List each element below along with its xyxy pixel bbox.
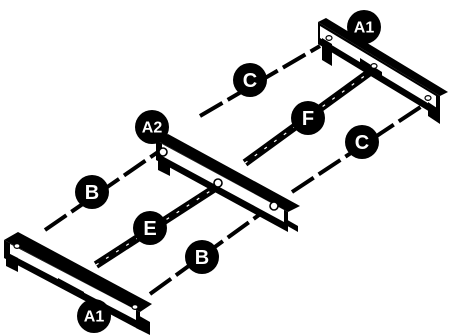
label-e: E [133,211,167,245]
label-b-bottom-text: B [195,247,209,269]
label-a1-top: A1 [347,10,381,44]
label-b-left-text: B [85,182,99,204]
label-b-bottom: B [185,240,219,274]
label-f-text: F [302,108,314,130]
label-f: F [291,101,325,135]
label-e-text: E [143,218,156,240]
label-a1-bottom-text: A1 [84,309,105,326]
label-c-top-text: C [243,70,257,92]
label-a2-text: A2 [142,120,163,137]
label-a1-top-text: A1 [354,20,375,37]
label-a2: A2 [135,110,169,144]
rail-a2 [156,134,300,232]
label-b-left: B [75,175,109,209]
label-c-right-text: C [355,132,369,154]
label-c-top: C [233,63,267,97]
label-a1-bottom: A1 [77,299,111,333]
rail-a1-top [318,18,448,124]
label-c-right: C [345,125,379,159]
